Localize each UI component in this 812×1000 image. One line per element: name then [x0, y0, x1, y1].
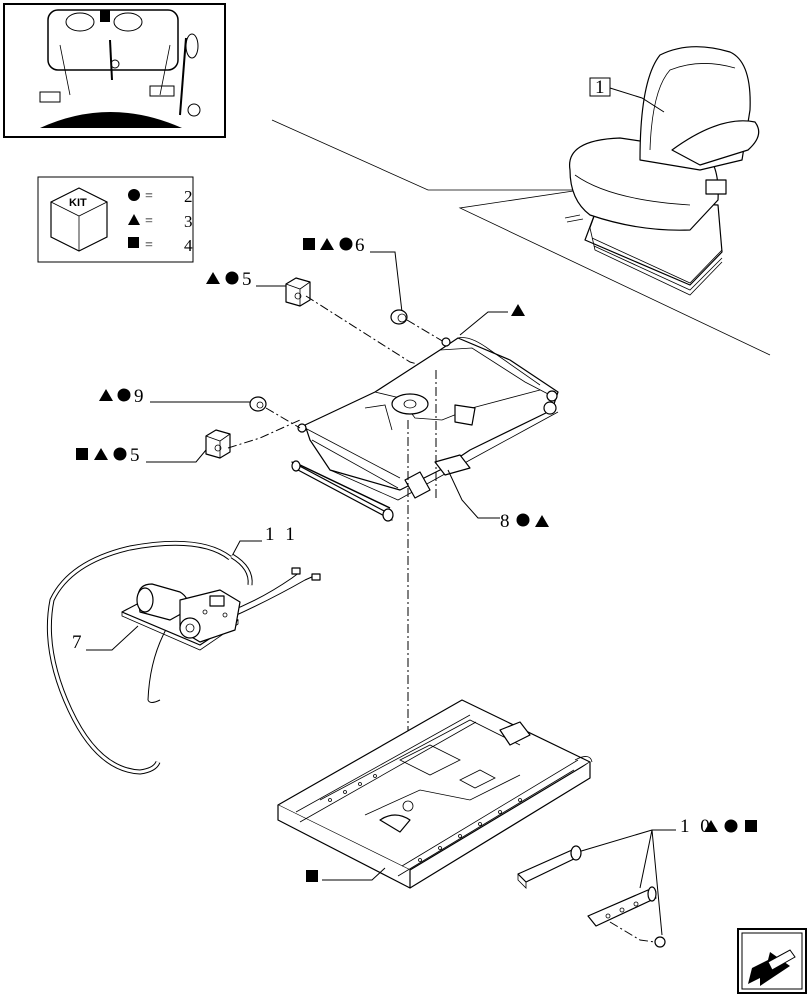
callout-11: 1 1 [265, 524, 298, 545]
air-compressor [121, 583, 241, 651]
kit-eq-1: = [145, 189, 153, 204]
callout-7: 7 [72, 632, 85, 653]
clamp-block-5-top [285, 277, 311, 307]
square-symbol [128, 237, 139, 248]
callout-8: 8 [500, 511, 549, 532]
svg-text:5: 5 [242, 269, 255, 290]
callout-5-left: 5 [76, 445, 207, 466]
rubber-bushing-6 [390, 309, 408, 325]
seat-assembly [564, 46, 760, 296]
svg-text:6: 6 [355, 235, 368, 256]
svg-text:9: 9 [134, 386, 147, 407]
callout-square-bottom [306, 870, 318, 882]
kit-eq-3: = [145, 238, 153, 253]
kit-legend: KIT = 2 = 3 = 4 [37, 176, 194, 263]
circle-symbol [128, 189, 140, 201]
seat-ref-box [589, 77, 611, 97]
kit-badge: KIT [69, 197, 87, 209]
callout-5-top: 5 [206, 269, 286, 290]
svg-text:5: 5 [130, 445, 143, 466]
kit-cube-icon: KIT [50, 187, 108, 252]
callout-1: 1 [595, 77, 608, 98]
callout-triangle-top [511, 304, 525, 316]
lower-slide-frame [277, 699, 593, 889]
svg-text:1 0: 1 0 [680, 816, 713, 837]
kit-value-triangle: 3 [184, 212, 193, 231]
kit-eq-2: = [145, 214, 153, 229]
callout-9: 9 [99, 386, 255, 407]
upper-suspension-frame [291, 337, 559, 522]
kit-value-circle: 2 [184, 187, 193, 206]
kit-value-square: 4 [184, 236, 193, 255]
tractor-cab-thumbnail [3, 3, 226, 138]
bushing-9 [249, 396, 267, 412]
next-page-arrow-icon[interactable] [737, 928, 807, 994]
callout-10: 1 0 [577, 816, 757, 936]
hinge-pin [587, 886, 666, 948]
air-hose-and-harness [46, 540, 321, 775]
triangle-symbol [128, 214, 140, 225]
clamp-block-5-left [205, 429, 231, 459]
guide-pin [517, 845, 582, 889]
svg-text:8: 8 [500, 511, 513, 532]
callout-6: 6 [303, 235, 403, 313]
